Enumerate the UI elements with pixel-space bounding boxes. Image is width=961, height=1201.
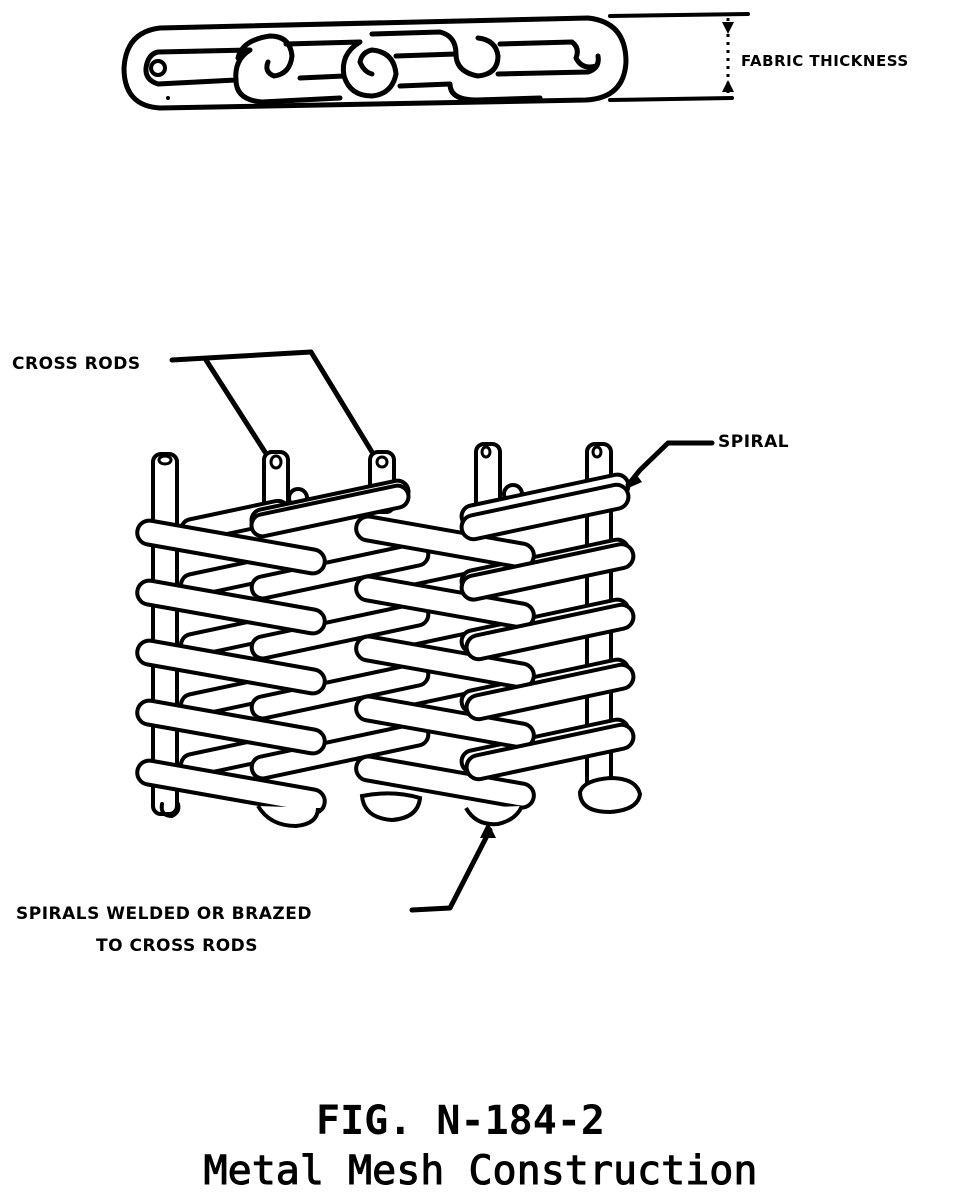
spiral-front-segments [135, 482, 636, 816]
edge-view-chain [121, 12, 750, 111]
weld-note-line-2: TO CROSS RODS [96, 936, 259, 956]
weld-note-line-1: SPIRALS WELDED OR BRAZED [16, 904, 312, 924]
cross-rods-label: CROSS RODS [12, 354, 141, 374]
fabric-thickness-label: FABRIC THICKNESS [741, 52, 909, 70]
weld-beads [159, 775, 643, 829]
figure-number: FIG. N-184-2 [316, 1098, 605, 1144]
spiral-label: SPIRAL [718, 432, 790, 452]
mesh-isometric-view [135, 349, 715, 913]
leader-lines [169, 349, 715, 913]
figure-title: Metal Mesh Construction [203, 1148, 758, 1195]
